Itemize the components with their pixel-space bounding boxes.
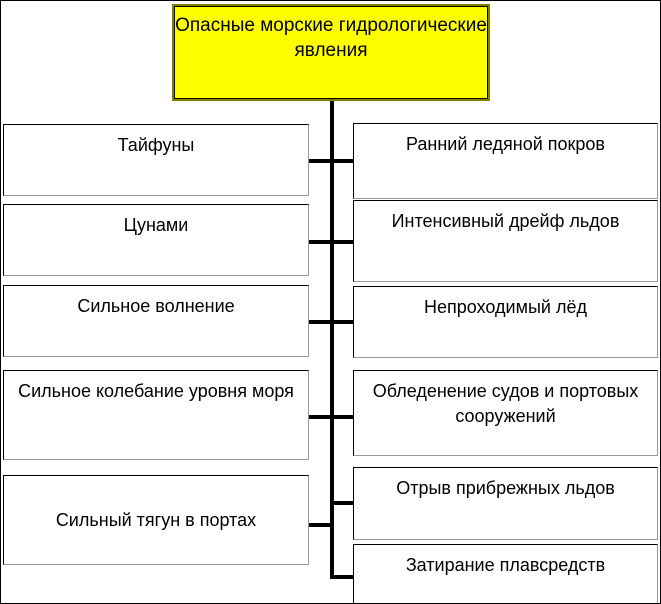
node-right-2-label: Интенсивный дрейф льдов [391, 211, 620, 231]
node-right-1-label: Ранний ледяной покров [405, 134, 605, 154]
node-left-2[interactable]: Цунами [3, 204, 309, 276]
node-left-2-label: Цунами [123, 215, 189, 235]
node-left-5[interactable]: Сильный тягун в портах [3, 475, 309, 565]
node-right-6[interactable]: Затирание плавсредств [353, 544, 658, 603]
node-left-3[interactable]: Сильное волнение [3, 285, 309, 357]
node-left-1-label: Тайфуны [117, 135, 195, 155]
node-right-6-label: Затирание плавсредств [405, 555, 606, 575]
node-right-2[interactable]: Интенсивный дрейф льдов [353, 200, 658, 282]
root-node-label: Опасные морские гидрологические явления [175, 15, 487, 61]
node-right-4[interactable]: Обледенение судов и портовых сооружений [353, 370, 658, 456]
node-left-1[interactable]: Тайфуны [3, 124, 309, 196]
connector-left-stub-5 [306, 523, 332, 527]
connector-right-stub-1 [330, 159, 356, 163]
node-right-5[interactable]: Отрыв прибрежных льдов [353, 467, 658, 540]
root-node-hazards[interactable]: Опасные морские гидрологические явления [172, 4, 490, 101]
node-right-3[interactable]: Непроходимый лёд [353, 286, 658, 358]
connector-trunk-vertical [330, 101, 334, 579]
node-left-4-label: Сильное колебание уровня моря [18, 381, 294, 401]
node-left-4[interactable]: Сильное колебание уровня моря [3, 370, 309, 460]
node-right-3-label: Непроходимый лёд [424, 297, 587, 317]
node-right-1[interactable]: Ранний ледяной покров [353, 123, 658, 199]
connector-right-stub-3 [330, 320, 356, 324]
node-left-3-label: Сильное волнение [77, 296, 235, 316]
connector-left-stub-4 [306, 415, 332, 419]
node-left-5-label: Сильный тягун в портах [55, 509, 257, 530]
connector-left-stub-2 [306, 240, 332, 244]
connector-right-stub-5 [330, 501, 356, 505]
connector-left-stub-1 [306, 159, 332, 163]
node-right-5-label: Отрыв прибрежных льдов [396, 478, 615, 498]
node-right-4-label: Обледенение судов и портовых сооружений [372, 381, 639, 426]
connector-right-stub-2 [330, 240, 356, 244]
connector-left-stub-3 [306, 320, 332, 324]
connector-right-stub-6 [330, 575, 356, 579]
connector-right-stub-4 [330, 415, 356, 419]
